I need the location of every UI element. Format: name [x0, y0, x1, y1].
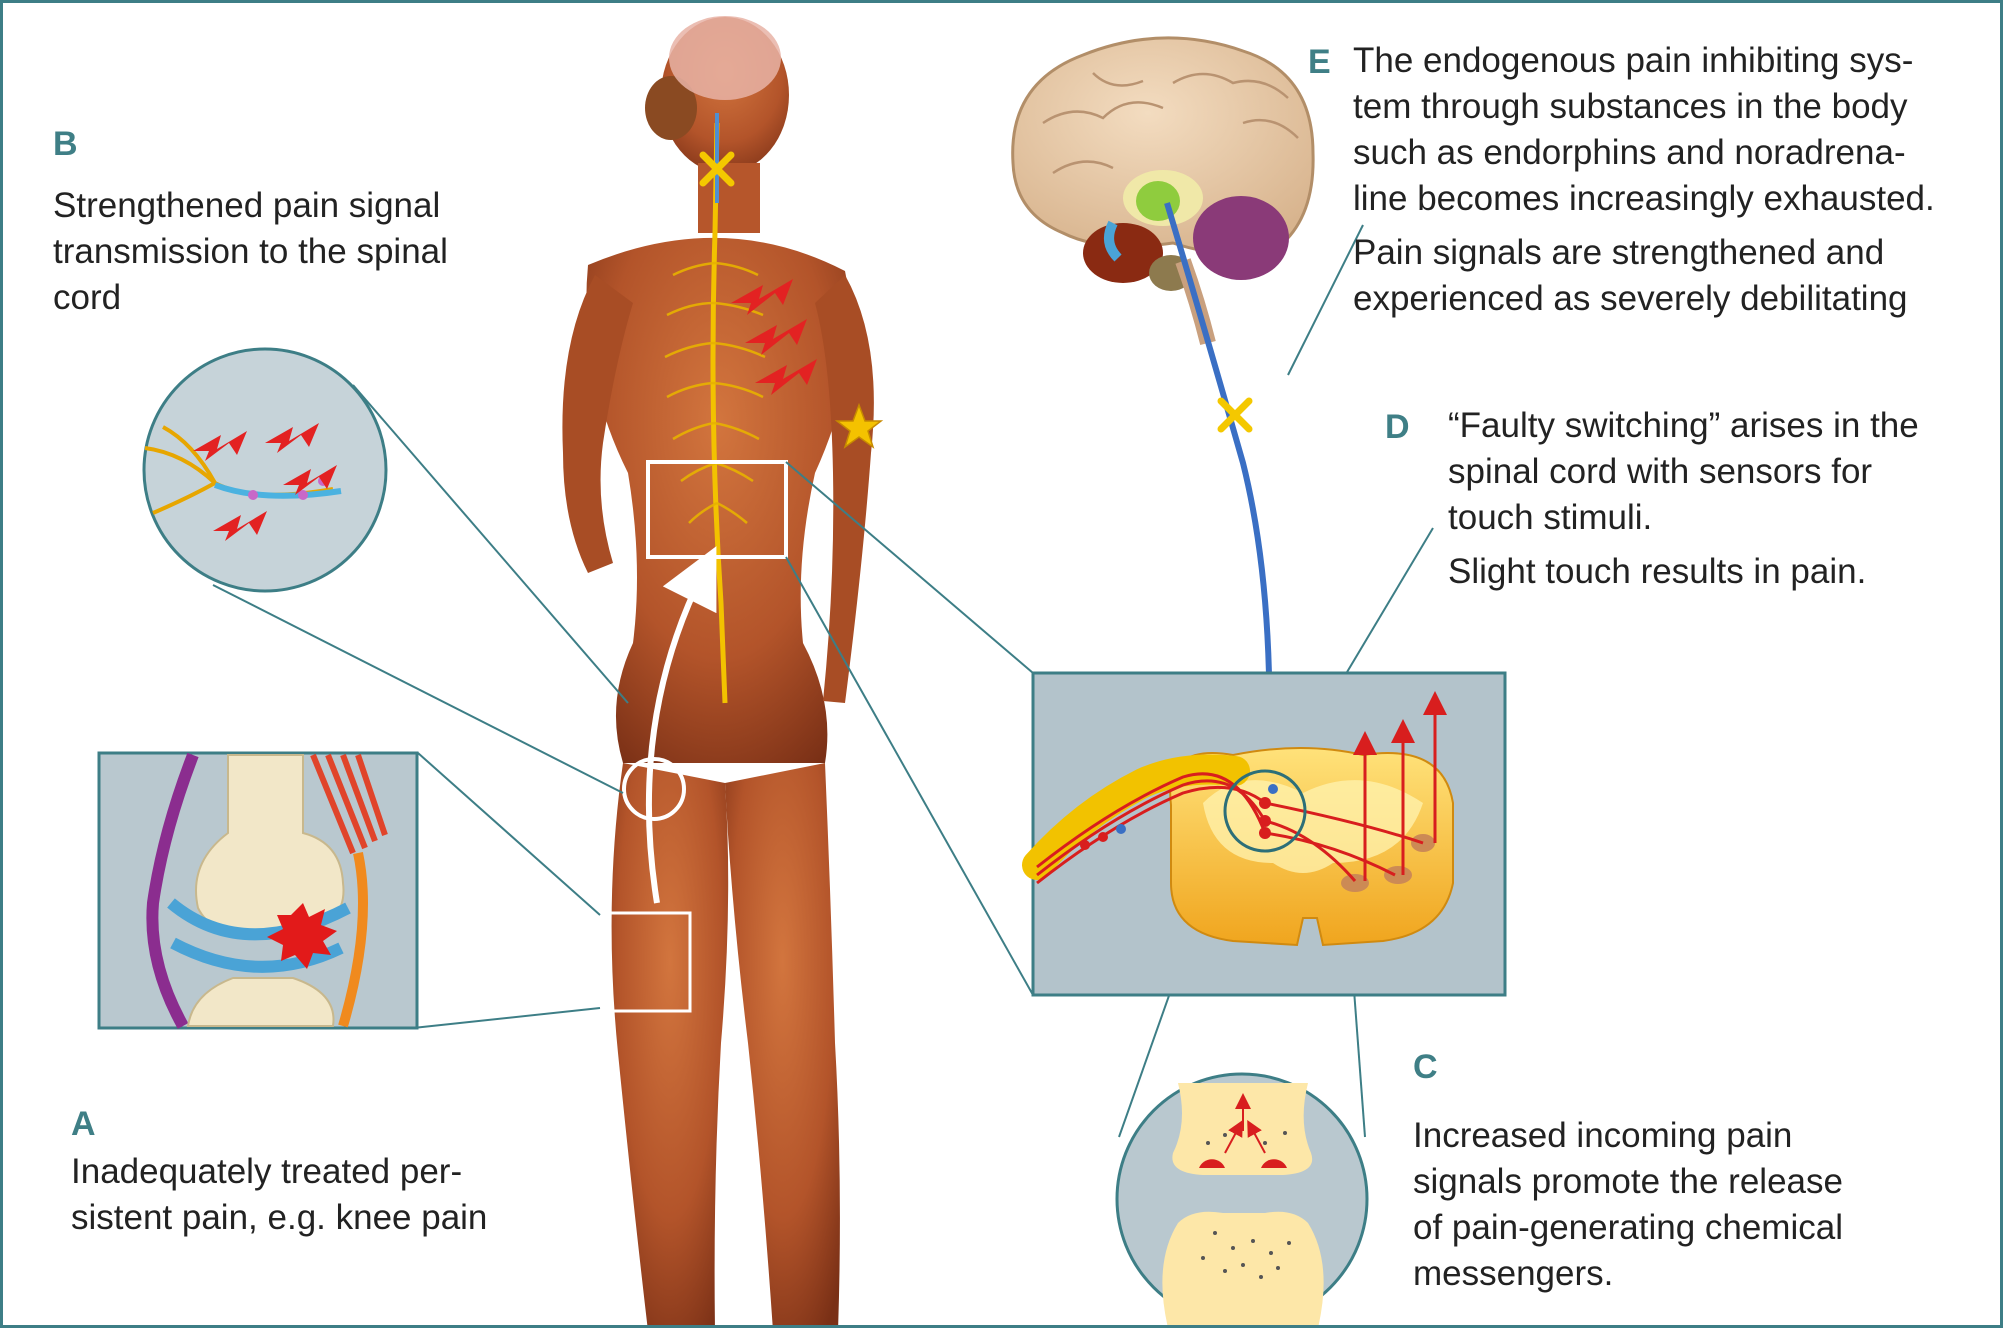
- label-d-text: “Faulty switching” arises in the spinal …: [1448, 403, 1919, 541]
- label-e-letter: E: [1308, 43, 1331, 82]
- label-b-line: cord: [53, 275, 448, 321]
- label-e-note-line: Pain signals are strengthened and: [1353, 230, 1908, 276]
- label-d-letter: D: [1385, 408, 1410, 447]
- label-e-note: Pain signals are strengthened and experi…: [1353, 230, 1908, 322]
- label-d-line: “Faulty switching” arises in the: [1448, 403, 1919, 449]
- label-b-text: Strengthened pain signal transmission to…: [53, 183, 448, 321]
- label-c-line: of pain-generating chemical: [1413, 1205, 1843, 1251]
- label-e-line: The endogenous pain inhibiting sys-: [1353, 38, 1935, 84]
- label-c-text: Increased incoming pain signals promote …: [1413, 1113, 1843, 1297]
- label-d-line: spinal cord with sensors for: [1448, 449, 1919, 495]
- nerve-inset: [144, 349, 386, 591]
- knee-joint-inset: [99, 753, 417, 1028]
- label-e-line: line becomes increasingly exhausted.: [1353, 176, 1935, 222]
- brain-illustration: [1013, 38, 1313, 343]
- label-a-letter: A: [71, 1105, 96, 1144]
- label-c-line: messengers.: [1413, 1251, 1843, 1297]
- label-d-line: touch stimuli.: [1448, 495, 1919, 541]
- label-c-letter: C: [1413, 1048, 1438, 1087]
- label-b-letter: B: [53, 125, 78, 164]
- label-e-line: tem through substances in the body: [1353, 84, 1935, 130]
- label-a-line: sistent pain, e.g. knee pain: [71, 1195, 487, 1241]
- label-a-line: Inadequately treated per-: [71, 1149, 487, 1195]
- label-b-line: Strengthened pain signal: [53, 183, 448, 229]
- label-c-line: Increased incoming pain: [1413, 1113, 1843, 1159]
- label-e-text: The endogenous pain inhibiting sys- tem …: [1353, 38, 1935, 222]
- synapse-inset: [1117, 1074, 1367, 1328]
- label-b-line: transmission to the spinal: [53, 229, 448, 275]
- label-d-note: Slight touch results in pain.: [1448, 549, 1866, 595]
- label-e-note-line: experienced as severely debilitating: [1353, 276, 1908, 322]
- spinal-cord-inset: [1033, 673, 1505, 995]
- label-c-line: signals promote the release: [1413, 1159, 1843, 1205]
- brain-in-head: [669, 16, 781, 100]
- human-figure: [562, 16, 881, 1328]
- label-e-line: such as endorphins and noradrena-: [1353, 130, 1935, 176]
- label-a-text: Inadequately treated per- sistent pain, …: [71, 1149, 487, 1241]
